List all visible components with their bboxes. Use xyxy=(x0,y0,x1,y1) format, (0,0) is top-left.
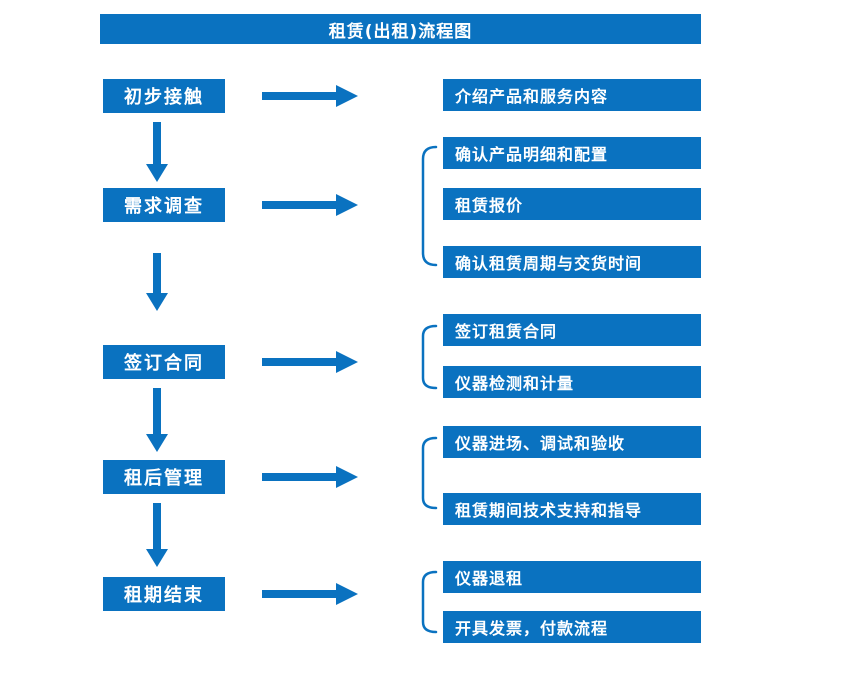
output-box-instrument-testing: 仪器检测和计量 xyxy=(443,366,701,398)
group-bracket xyxy=(420,436,438,510)
flow-arrow-down-icon xyxy=(146,122,168,182)
output-box-confirm-period: 确认租赁周期与交货时间 xyxy=(443,246,701,278)
flow-arrow-right-icon xyxy=(262,85,358,107)
group-bracket xyxy=(420,570,438,634)
output-box-rental-quote: 租赁报价 xyxy=(443,188,701,220)
output-box-instrument-setup: 仪器进场、调试和验收 xyxy=(443,426,701,458)
stage-box-demand-survey: 需求调查 xyxy=(103,188,225,222)
stage-box-contract-signing: 签订合同 xyxy=(103,345,225,379)
output-box-introduce-products: 介绍产品和服务内容 xyxy=(443,79,701,111)
flow-arrow-down-icon xyxy=(146,388,168,452)
flow-arrow-down-icon xyxy=(146,253,168,311)
output-box-sign-rental-contract: 签订租赁合同 xyxy=(443,314,701,346)
flow-arrow-right-icon xyxy=(262,466,358,488)
stage-box-post-rental-management: 租后管理 xyxy=(103,460,225,494)
stage-box-lease-end: 租期结束 xyxy=(103,577,225,611)
group-bracket xyxy=(420,145,438,267)
output-box-confirm-details: 确认产品明细和配置 xyxy=(443,137,701,169)
output-box-instrument-return: 仪器退租 xyxy=(443,561,701,593)
group-bracket xyxy=(420,324,438,390)
stage-box-initial-contact: 初步接触 xyxy=(103,79,225,113)
flow-arrow-down-icon xyxy=(146,503,168,567)
flow-arrow-right-icon xyxy=(262,351,358,373)
flow-arrow-right-icon xyxy=(262,583,358,605)
output-box-invoice-payment: 开具发票，付款流程 xyxy=(443,611,701,643)
flow-arrow-right-icon xyxy=(262,194,358,216)
diagram-title: 租赁(出租)流程图 xyxy=(100,14,701,44)
output-box-technical-support: 租赁期间技术支持和指导 xyxy=(443,493,701,525)
